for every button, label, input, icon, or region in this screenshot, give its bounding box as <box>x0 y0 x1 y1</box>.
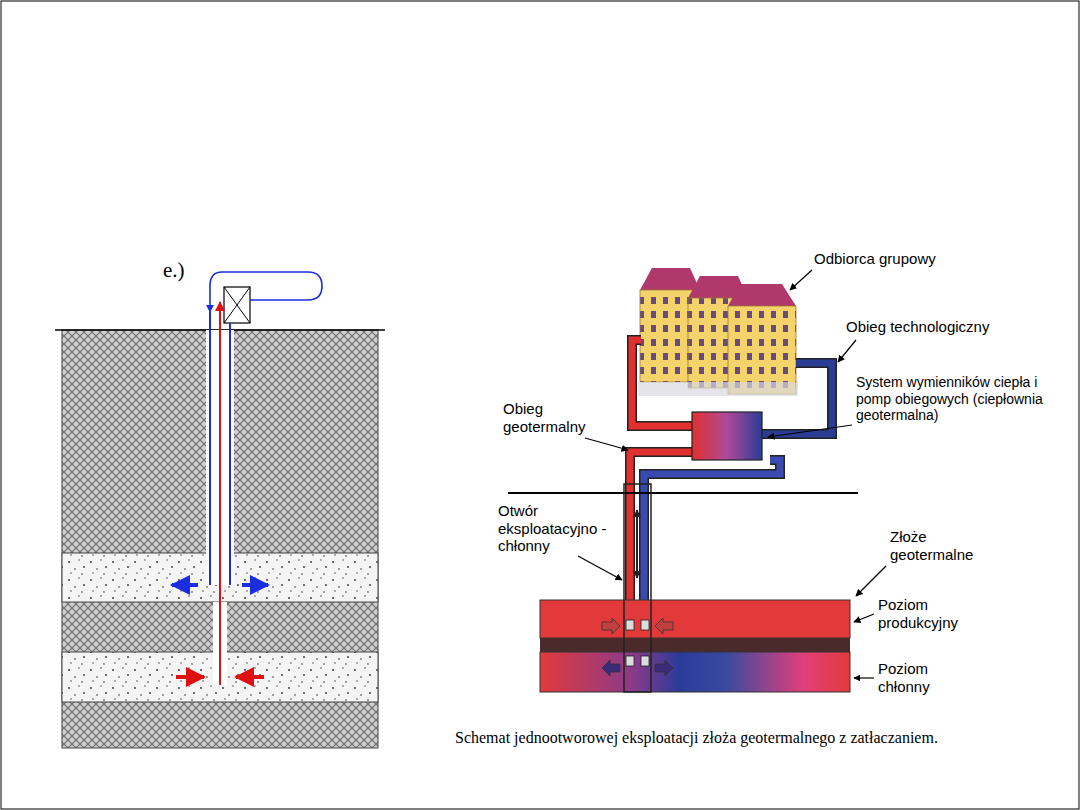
reservoir <box>540 600 850 692</box>
callout-label: Obieg geotermalny <box>503 400 595 435</box>
heat-exchanger <box>692 412 762 460</box>
callout-label: Złoże geotermalne <box>890 528 990 563</box>
callout-label: System wymienników ciepła i pomp obiegow… <box>856 374 1056 424</box>
figure-caption: Schemat jednootworowej eksploatacji złoż… <box>455 729 938 748</box>
leader-lines <box>578 270 886 678</box>
buildings <box>638 268 798 396</box>
callout-label: Odbiorca grupowy <box>814 250 984 268</box>
callout-label: Obieg technologiczny <box>846 318 1026 336</box>
heat-exchanger-symbol <box>224 287 250 323</box>
callout-label: Otwór eksploatacyjno - chłonny <box>498 502 610 555</box>
callout-label: Poziom chłonny <box>878 660 968 695</box>
well <box>602 484 673 692</box>
panel-letter: e.) <box>163 258 223 283</box>
ground-line <box>508 492 858 494</box>
cross-section <box>55 272 385 748</box>
callout-label: Poziom produkcyjny <box>878 596 978 631</box>
